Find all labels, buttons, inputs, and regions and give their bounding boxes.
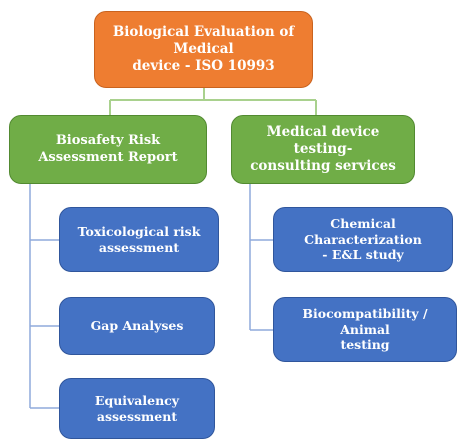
leaf-node-toxicological-risk-assessment: Toxicological risk assessment [59,207,219,272]
leaf-node-chemical-characterization: Chemical Characterization - E&L study [273,207,453,272]
leaf-node-gap-analyses: Gap Analyses [59,297,215,355]
leaf-node-biocompatibility-animal-testing: Biocompatibility / Animal testing [273,297,457,362]
root-node-biological-evaluation: Biological Evaluation of Medical device … [94,11,313,88]
connector-root-to-branches [109,88,317,115]
branch-node-medical-device-testing: Medical device testing- consulting servi… [231,115,415,184]
leaf-node-equivalency-assessment: Equivalency assessment [59,378,215,439]
branch-node-biosafety-risk-assessment: Biosafety Risk Assessment Report [9,115,207,184]
connector-right-branch-to-children [249,184,273,331]
connector-left-branch-to-children [29,184,59,409]
